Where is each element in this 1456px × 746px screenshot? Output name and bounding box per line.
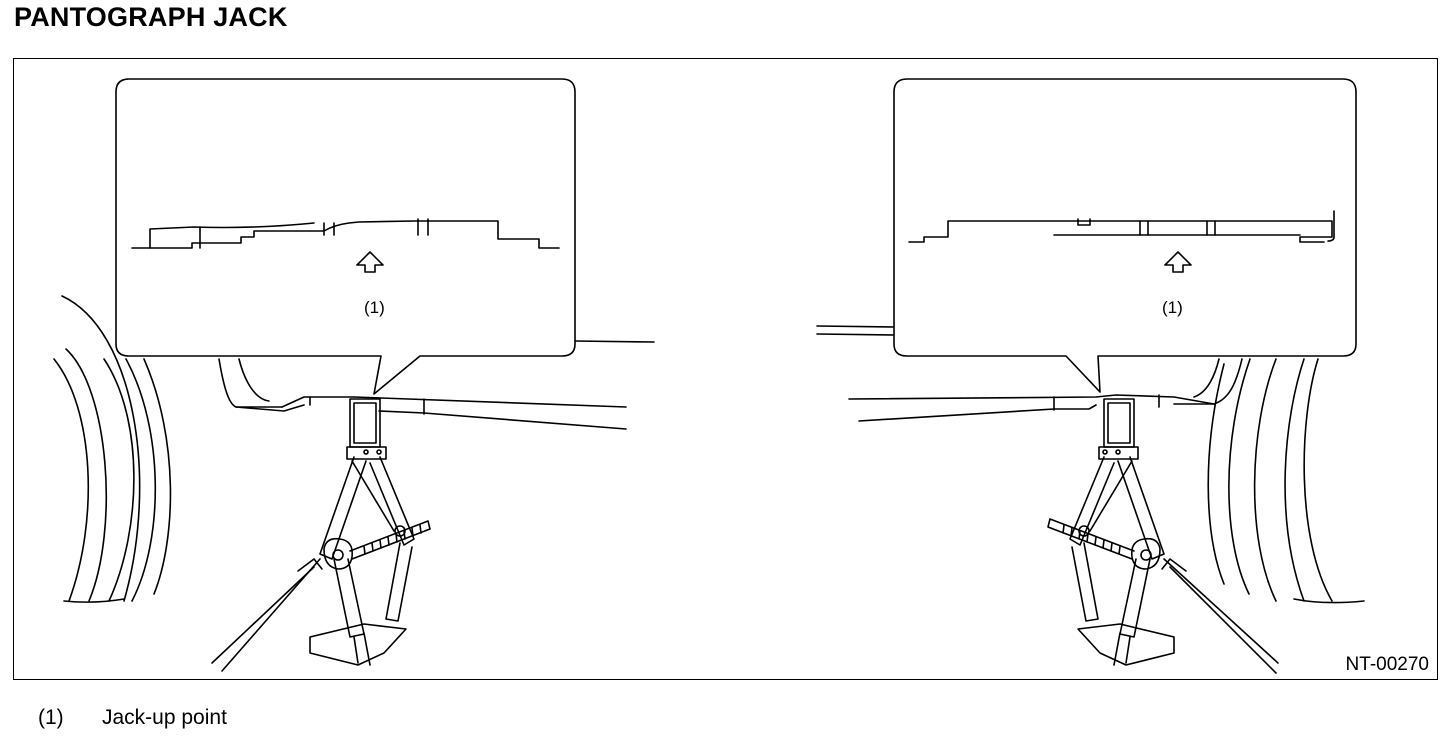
left-callout-bubble — [115, 78, 576, 395]
legend-text: Jack-up point — [102, 706, 227, 729]
legend-item: (1) Jack-up point — [38, 706, 227, 730]
left-tire — [53, 295, 172, 603]
left-body-sill — [218, 340, 655, 430]
right-jack-point-arrow — [1164, 251, 1192, 273]
right-callout-label: (1) — [1162, 298, 1183, 317]
right-tire — [1207, 358, 1365, 604]
left-callout-label: (1) — [364, 298, 385, 317]
jack-diagram: (1) — [53, 78, 1365, 674]
figure-code: NT-00270 — [1345, 654, 1429, 675]
figure-frame: (1) — [13, 58, 1438, 680]
right-pantograph-jack — [1047, 398, 1279, 674]
right-callout-bubble — [893, 78, 1357, 393]
page-title: PANTOGRAPH JACK — [14, 2, 288, 32]
left-pantograph-jack — [211, 398, 431, 672]
left-jack-point-arrow — [356, 251, 384, 273]
right-body-sill — [816, 325, 1243, 422]
legend: (1) Jack-up point — [38, 706, 227, 730]
legend-number: (1) — [38, 706, 64, 729]
